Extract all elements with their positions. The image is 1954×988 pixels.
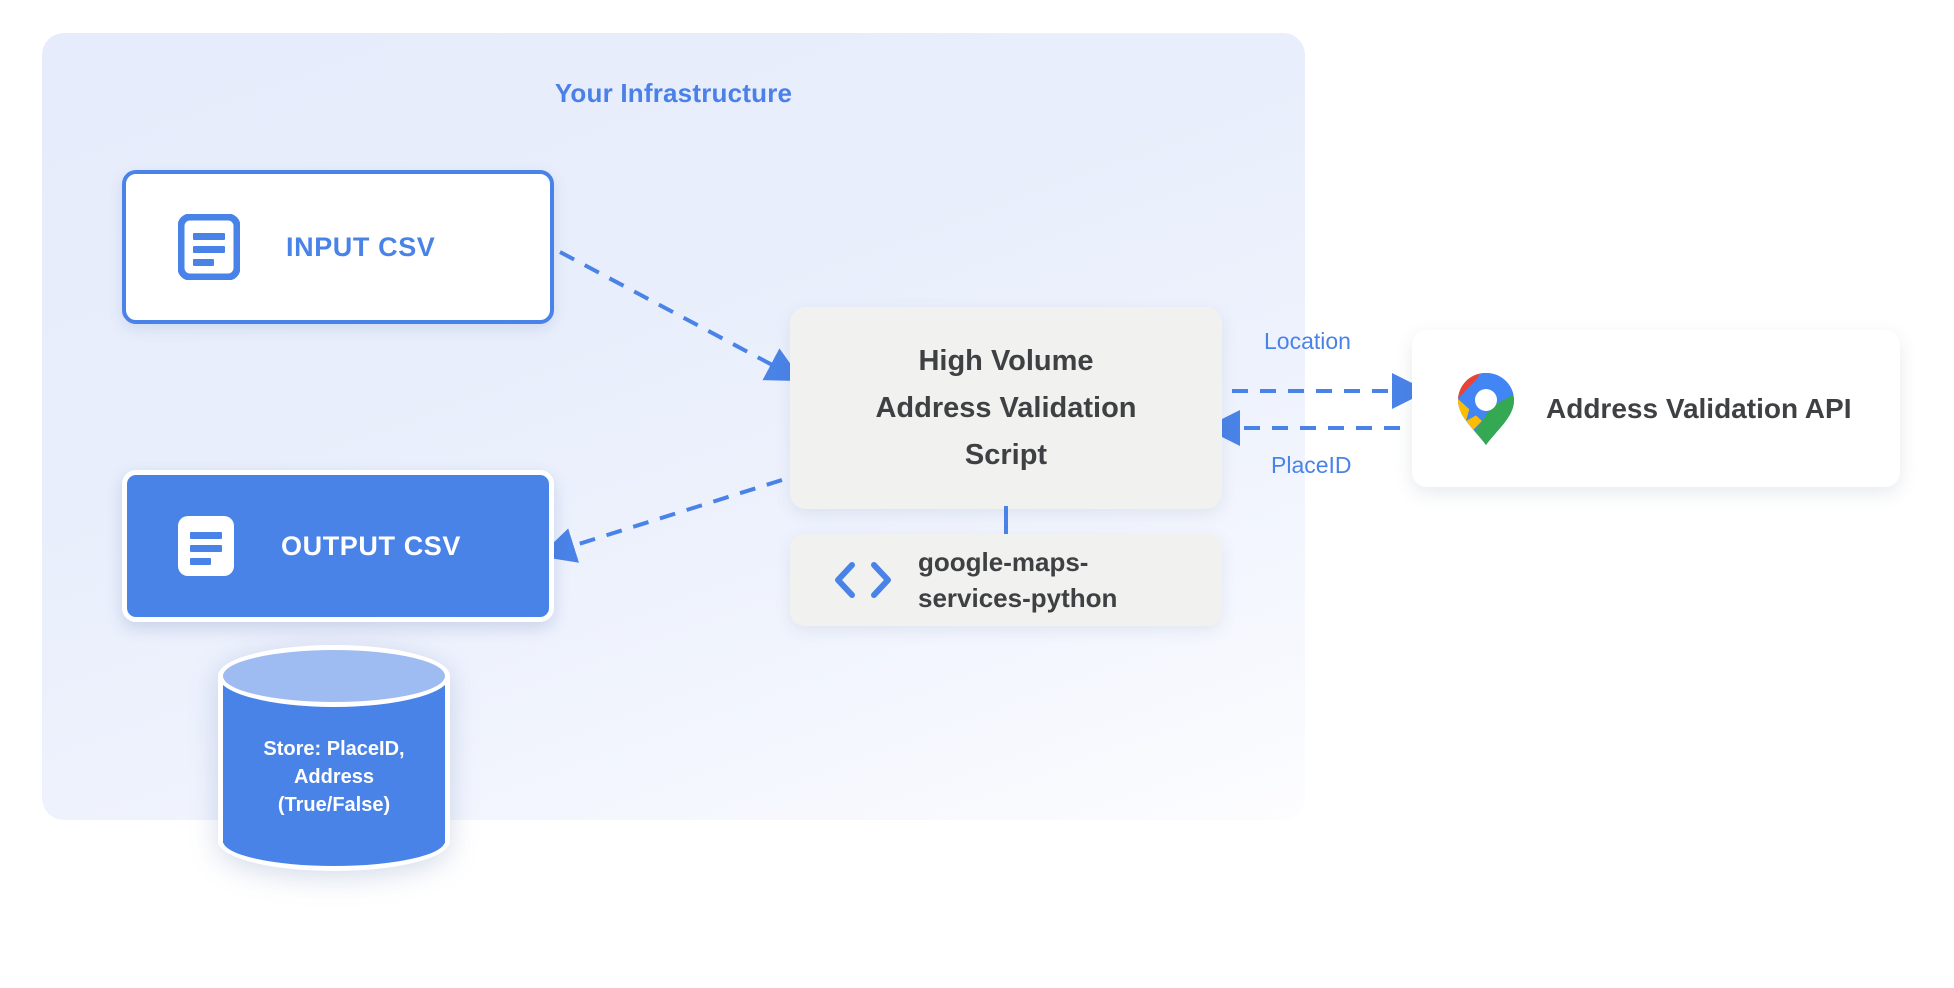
script-line-2: Address Validation — [875, 391, 1137, 424]
node-script[interactable]: High Volume Address Validation Script — [790, 307, 1222, 509]
edge-script-to-library — [1004, 506, 1008, 538]
node-input-csv-label: INPUT CSV — [286, 231, 436, 262]
node-database-label: Store: PlaceID, Address (True/False) — [218, 735, 450, 819]
node-output-csv-label: OUTPUT CSV — [281, 530, 462, 561]
node-database[interactable]: Store: PlaceID, Address (True/False) — [212, 645, 456, 873]
script-line-3: Script — [964, 438, 1048, 471]
node-address-validation-api[interactable]: Address Validation API — [1412, 330, 1900, 487]
database-line-1: Store: PlaceID, — [263, 738, 405, 760]
document-icon — [178, 516, 234, 576]
node-library-label: google-maps- services-python — [918, 544, 1117, 616]
database-top-ellipse — [218, 645, 450, 707]
database-line-3: (True/False) — [277, 794, 391, 816]
edge-label-location: Location — [1264, 328, 1351, 354]
edge-label-placeid: PlaceID — [1271, 452, 1352, 478]
node-input-csv[interactable]: INPUT CSV — [122, 170, 554, 324]
node-output-csv[interactable]: OUTPUT CSV — [122, 470, 554, 622]
library-line-2: services-python — [918, 583, 1118, 613]
script-line-1: High Volume — [918, 344, 1094, 377]
node-script-label: High Volume Address Validation Script — [875, 338, 1136, 479]
code-brackets-icon — [835, 562, 891, 598]
document-icon — [178, 214, 240, 280]
library-line-1: google-maps- — [918, 547, 1089, 577]
infrastructure-title: Your Infrastructure — [554, 78, 793, 108]
node-api-label: Address Validation API — [1546, 392, 1852, 424]
google-maps-pin-icon — [1458, 372, 1514, 445]
database-line-2: Address — [293, 766, 375, 788]
node-library[interactable]: google-maps- services-python — [790, 534, 1222, 626]
